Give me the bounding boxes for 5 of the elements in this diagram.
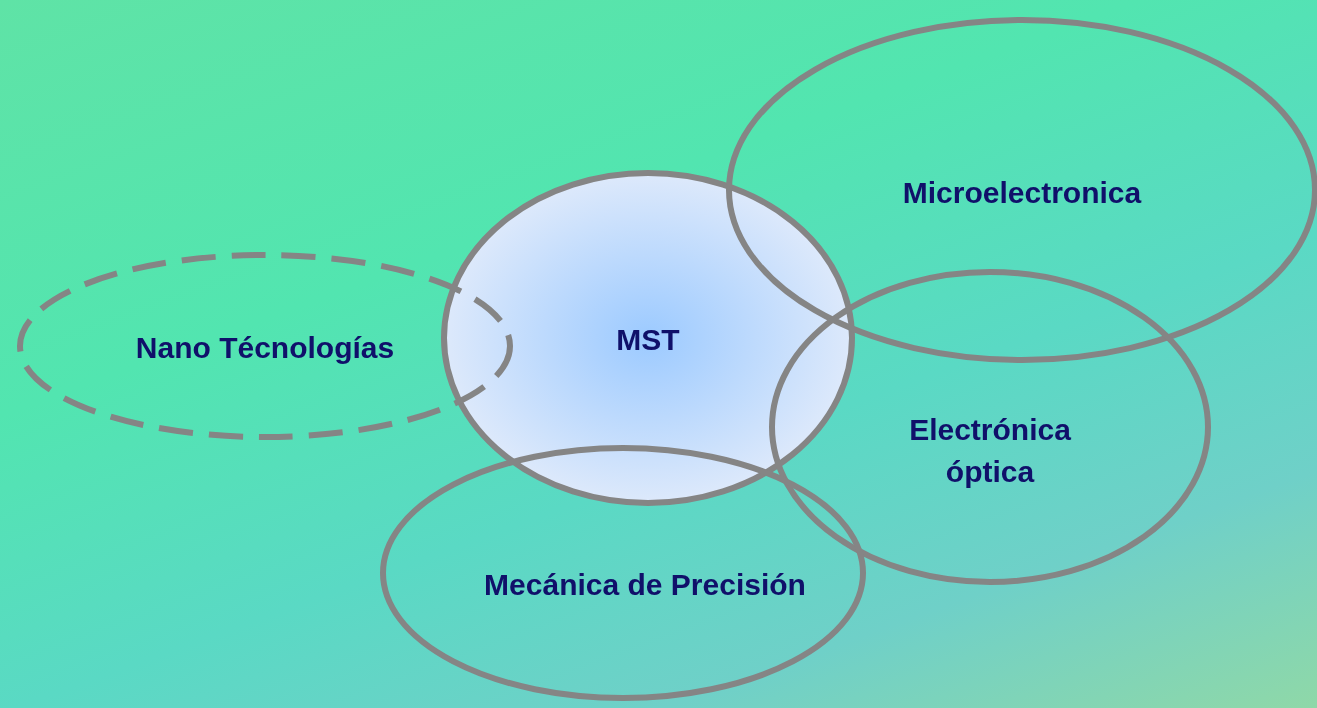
- topic-label: Microelectronica: [901, 175, 1143, 211]
- topic-label: Nano Técnologías: [134, 330, 396, 366]
- topic-label: Electrónica óptica: [908, 412, 1072, 490]
- topic-label: MST: [615, 322, 681, 358]
- topic-label: Mecánica de Precisión: [483, 567, 807, 603]
